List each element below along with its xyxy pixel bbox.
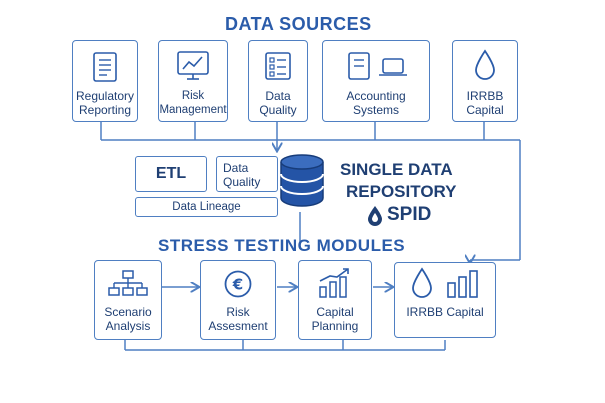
spid-logo-icon [368, 206, 382, 226]
data-sources-title: DATA SOURCES [225, 14, 372, 34]
module-scenario-analysis[interactable]: Scenario Analysis [94, 260, 162, 340]
spid-brand: SPID [387, 204, 432, 225]
svg-text:€: € [232, 276, 243, 294]
module-irrbb-capital[interactable]: IRRBB Capital [394, 262, 496, 338]
module-label: Capital Planning [311, 305, 359, 333]
module-label: Scenario Analysis [104, 305, 152, 333]
chart-monitor-icon [177, 51, 209, 80]
hierarchy-icon [108, 270, 148, 296]
droplet-icon [475, 49, 495, 80]
growth-bars-icon [319, 268, 349, 298]
source-regulatory-reporting[interactable]: Regulatory Reporting [72, 40, 138, 122]
module-label: Risk Assesment [208, 305, 268, 333]
droplet-bars-icon [412, 267, 478, 298]
module-risk-assesment[interactable]: € Risk Assesment [200, 260, 276, 340]
document-icon [93, 52, 117, 82]
checklist-icon [265, 52, 291, 80]
repository-name-line2: REPOSITORY [346, 182, 457, 201]
source-label: Accounting Systems [346, 89, 406, 117]
source-label: Data Quality [259, 89, 297, 117]
source-label: Risk Management [159, 90, 227, 116]
stress-testing-title: STRESS TESTING MODULES [158, 236, 406, 255]
module-capital-planning[interactable]: Capital Planning [298, 260, 372, 340]
euro-coin-icon: € [224, 270, 252, 298]
module-label: IRRBB Capital [406, 305, 484, 319]
etl-box[interactable]: ETL [135, 156, 207, 192]
source-label: Regulatory Reporting [75, 89, 135, 117]
data-quality-box[interactable]: Data Quality [216, 156, 278, 192]
source-data-quality[interactable]: Data Quality [248, 40, 308, 122]
server-icon [348, 52, 407, 80]
source-risk-management[interactable]: Risk Management [158, 40, 228, 122]
data-lineage-box[interactable]: Data Lineage [135, 197, 278, 217]
source-accounting-systems[interactable]: Accounting Systems [322, 40, 430, 122]
source-label: IRRBB Capital [466, 89, 504, 117]
repository-name-line1: SINGLE DATA [340, 160, 453, 179]
database-icon [280, 154, 324, 207]
source-irrbb-capital[interactable]: IRRBB Capital [452, 40, 518, 122]
